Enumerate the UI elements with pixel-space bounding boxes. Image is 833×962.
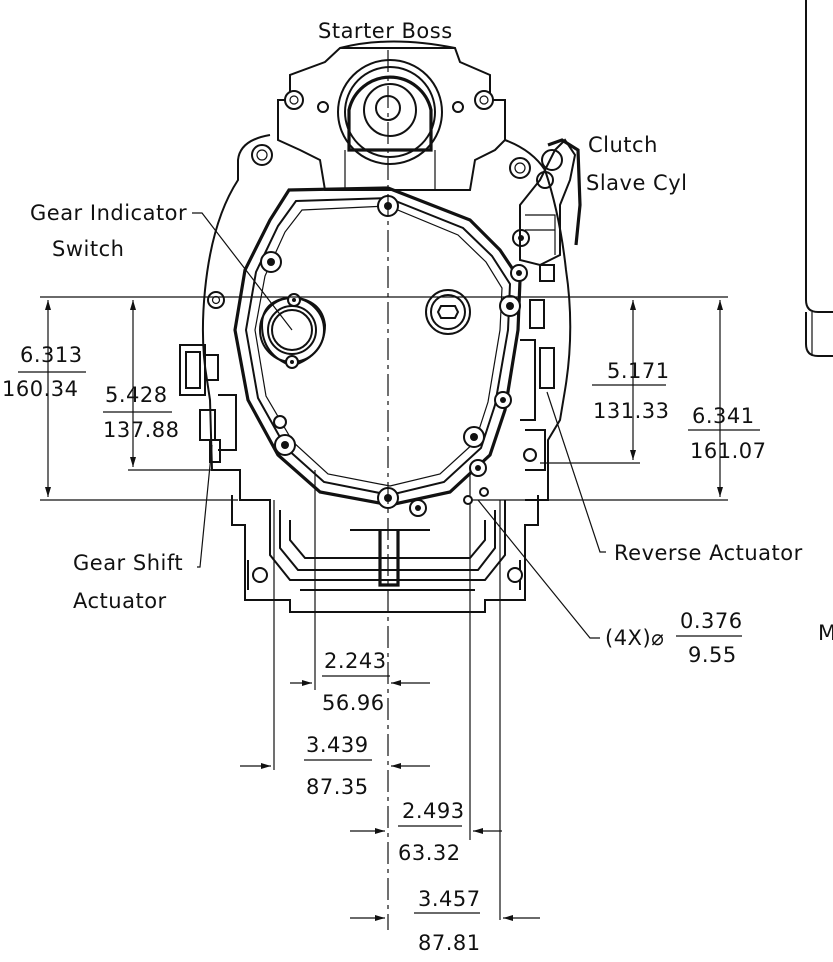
- leader-lines: [192, 212, 606, 639]
- dimension-lines: [40, 296, 728, 921]
- engine-outline: [179, 0, 833, 613]
- starter-boss: [277, 40, 506, 191]
- reverse-actuator-part: [520, 339, 546, 471]
- oil-pan: [231, 495, 539, 613]
- label-clutch-line1: Clutch: [588, 133, 658, 157]
- dim-2243-in: 2.243: [324, 649, 387, 673]
- clutch-slave-cylinder: [519, 138, 582, 389]
- dim-6341-mm: 161.07: [690, 439, 766, 463]
- dimension-values: 6.313 160.34 5.428 137.88 5.171 131.33 6…: [2, 343, 766, 955]
- callout-labels: Starter Boss Clutch Slave Cyl Gear Indic…: [30, 19, 833, 645]
- gear-indicator-boss: [259, 293, 327, 369]
- center-boss: [425, 289, 471, 335]
- dim-6313-in: 6.313: [20, 343, 83, 367]
- gear-shift-actuator: [179, 344, 237, 463]
- dim-hole-prefix: (4X)⌀: [605, 626, 664, 650]
- dim-hole-mm: 9.55: [688, 643, 737, 667]
- dim-2493-mm: 63.32: [398, 841, 461, 865]
- label-gear-indicator-line1: Gear Indicator: [30, 201, 187, 225]
- dim-5171-mm: 131.33: [593, 399, 669, 423]
- label-reverse-actuator: Reverse Actuator: [614, 541, 803, 565]
- dim-6313-mm: 160.34: [2, 377, 78, 401]
- gear-cover: [233, 186, 522, 507]
- label-clutch-line2: Slave Cyl: [586, 171, 687, 195]
- cover-bolts: [260, 195, 530, 517]
- dim-5428-in: 5.428: [105, 383, 168, 407]
- dim-2493-in: 2.493: [402, 799, 465, 823]
- dim-3457-in: 3.457: [418, 887, 481, 911]
- dim-2243-mm: 56.96: [322, 691, 385, 715]
- dim-5428-mm: 137.88: [103, 418, 179, 442]
- label-gear-shift-line2: Actuator: [73, 589, 167, 613]
- label-m-partial: M: [818, 621, 833, 645]
- dim-6341-in: 6.341: [692, 404, 755, 428]
- dim-3439-in: 3.439: [306, 733, 369, 757]
- label-gear-shift-line1: Gear Shift: [73, 551, 183, 575]
- dim-5171-in: 5.171: [607, 359, 670, 383]
- dim-3439-mm: 87.35: [306, 775, 369, 799]
- dim-3457-mm: 87.81: [418, 931, 481, 955]
- label-starter-boss: Starter Boss: [318, 19, 453, 43]
- label-gear-indicator-line2: Switch: [52, 237, 124, 261]
- dim-hole-in: 0.376: [680, 609, 743, 633]
